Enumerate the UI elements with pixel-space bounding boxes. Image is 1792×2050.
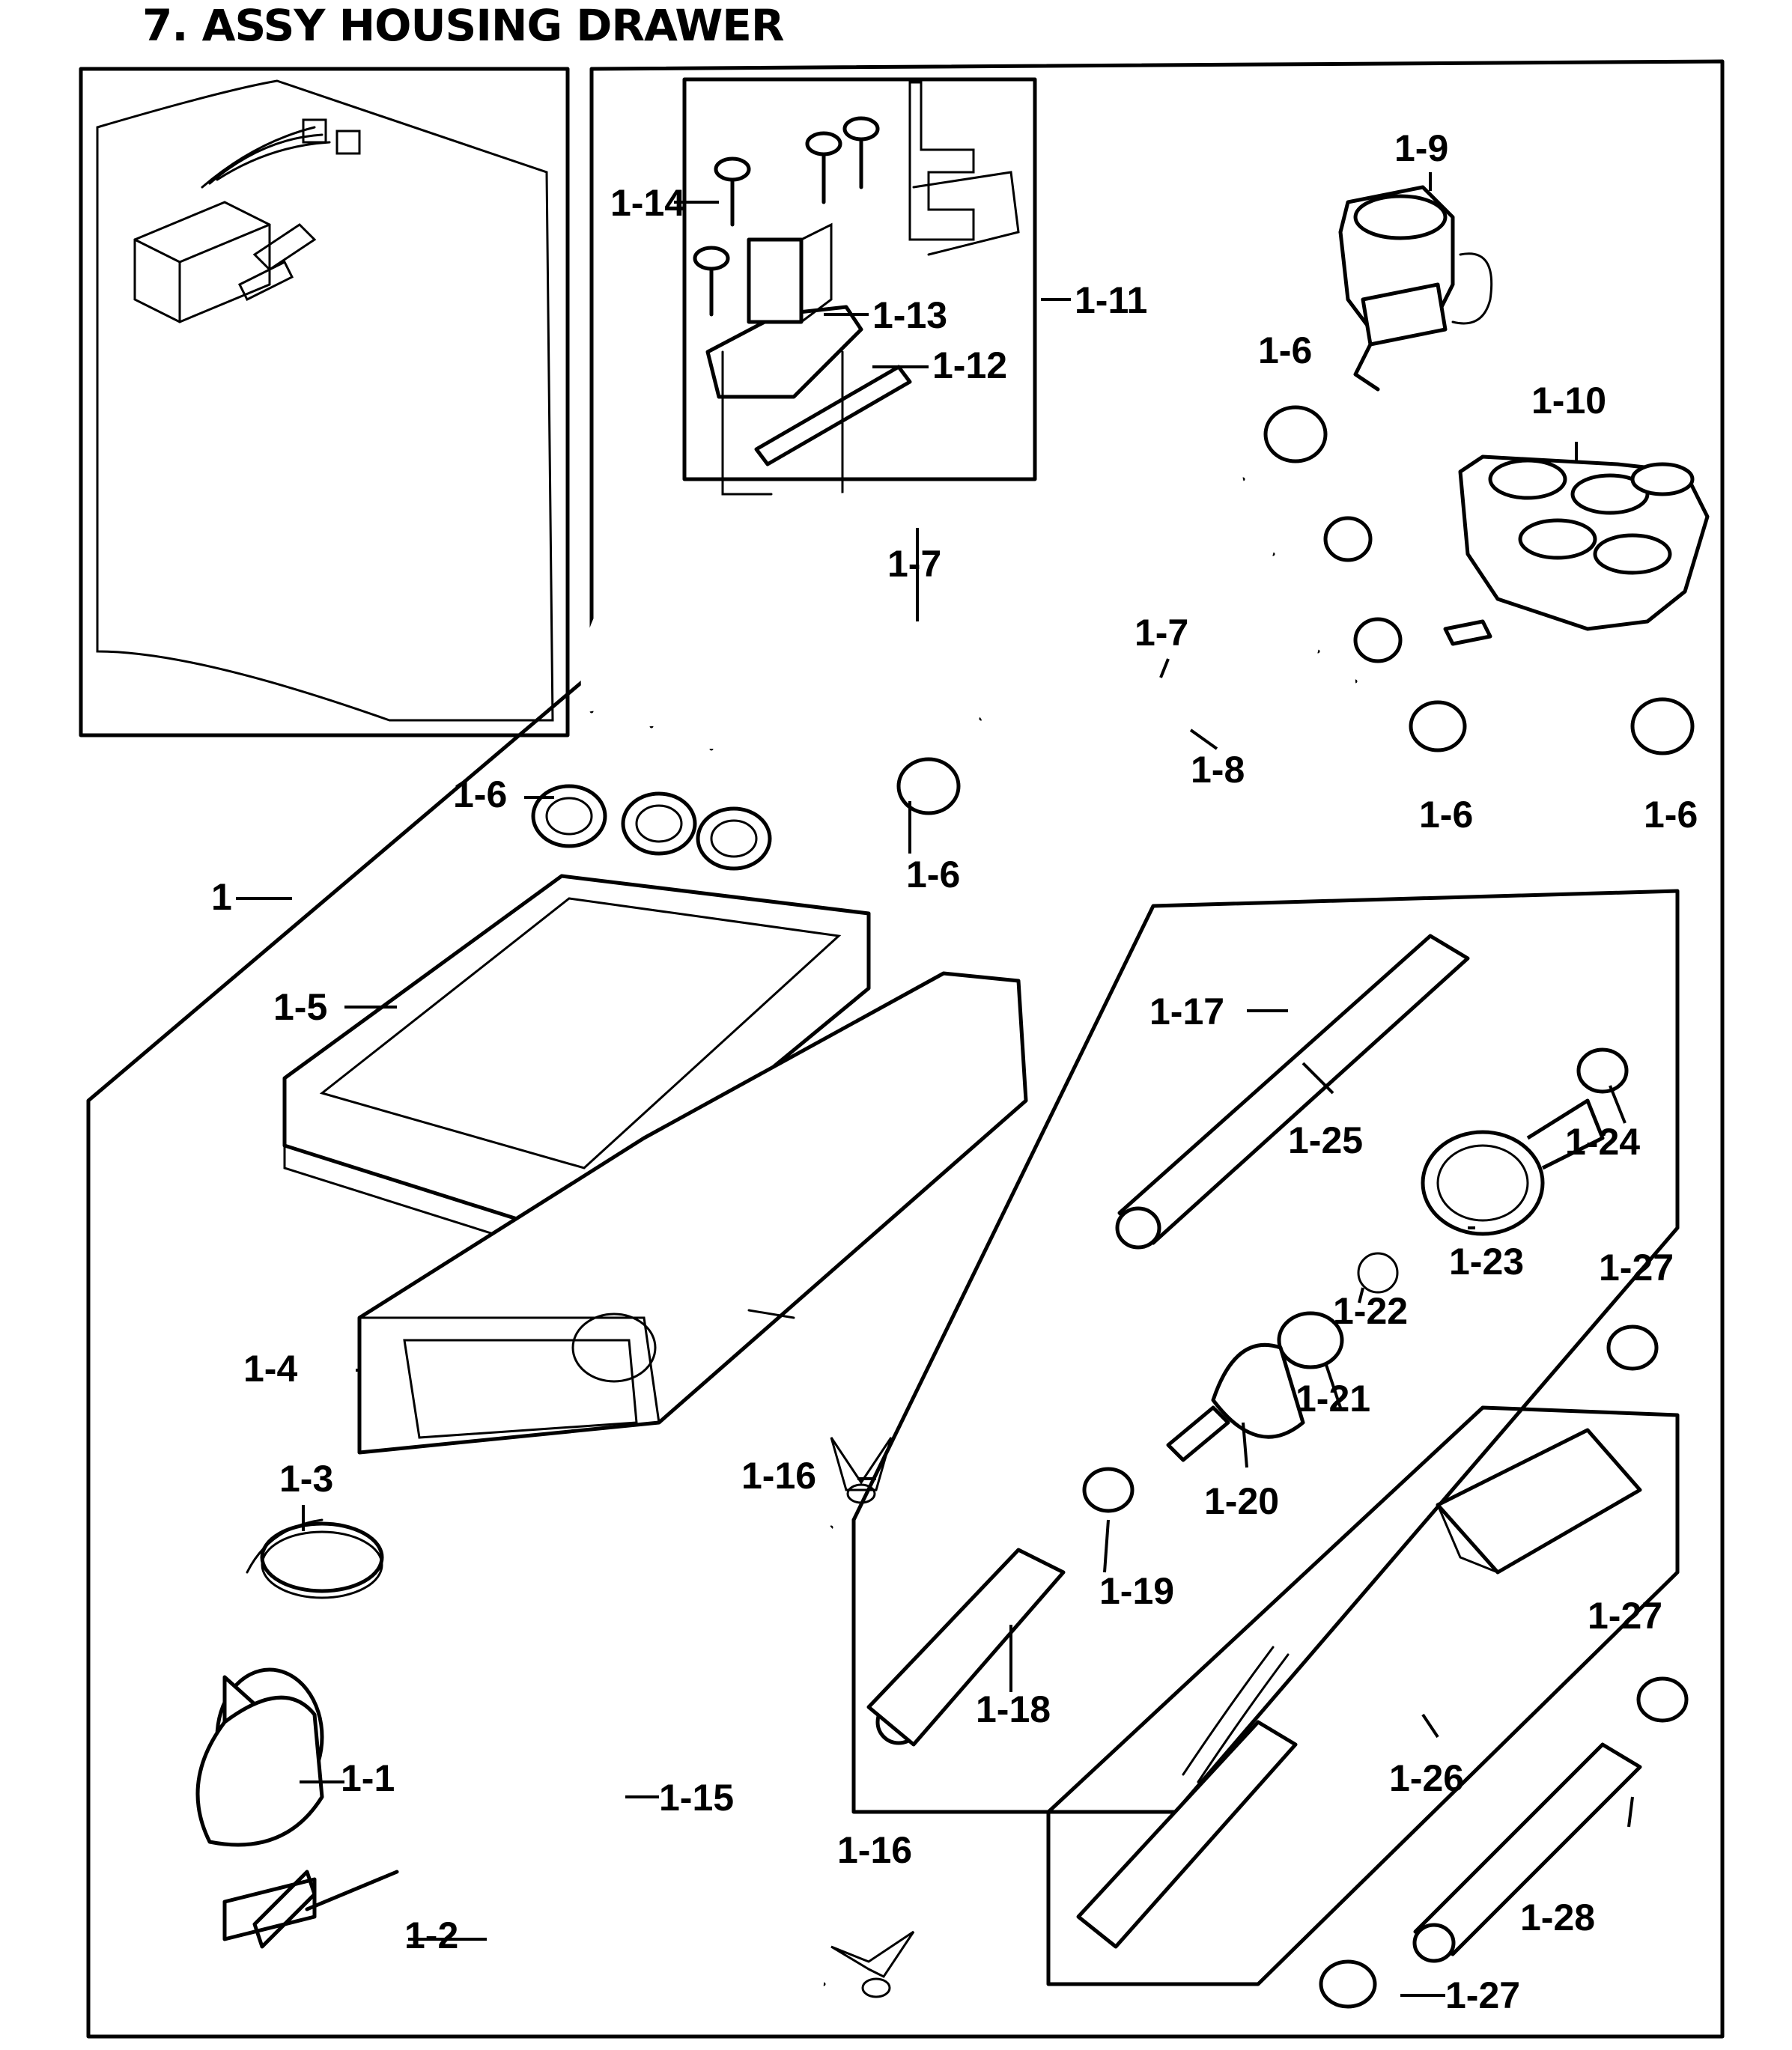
subassembly-1-26-box	[1046, 1405, 1680, 1986]
label-1-25: 1-25	[1288, 1119, 1363, 1161]
label-1-27-b: 1-27	[1588, 1595, 1662, 1637]
label-1-23: 1-23	[1449, 1241, 1524, 1283]
label-1-6-b: 1-6	[906, 854, 960, 895]
label-1-13: 1-13	[872, 294, 947, 336]
label-1-6-c: 1-6	[1258, 329, 1312, 371]
inset-assembly-thumbnail	[133, 118, 361, 323]
label-1-9: 1-9	[1394, 127, 1448, 169]
hose-part	[580, 471, 1358, 751]
label-1-17: 1-17	[1149, 991, 1224, 1032]
part-labels: 1 1-1 1-2 1-3 1-4 1-5 1-6 1-6 1-6 1-6 1-…	[211, 127, 1698, 2016]
label-1-20: 1-20	[1204, 1480, 1279, 1522]
label-1-11: 1-11	[1075, 279, 1147, 321]
drain-hose-part	[617, 1524, 834, 1988]
label-1-22: 1-22	[1333, 1290, 1408, 1332]
label-1-7-b: 1-7	[1135, 612, 1188, 654]
label-1-6-d: 1-6	[1419, 794, 1473, 836]
label-1-1: 1-1	[341, 1757, 395, 1799]
hose-clamp-part	[531, 405, 1695, 871]
label-1-24: 1-24	[1565, 1121, 1640, 1163]
inset-overview-panel	[79, 67, 570, 737]
wire-clip-part	[908, 81, 1020, 256]
screw-part	[693, 116, 880, 317]
label-1-2: 1-2	[404, 1914, 458, 1956]
label-1-12: 1-12	[932, 344, 1007, 386]
label-1-15: 1-15	[659, 1777, 734, 1819]
wire-harness-part	[1076, 1428, 1642, 1949]
subassembly-1-11-box	[682, 77, 1037, 496]
gasket-ring-part	[754, 365, 912, 466]
label-1-28: 1-28	[1520, 1897, 1595, 1938]
water-valve-multi-part	[1443, 454, 1710, 646]
label-1-27-c: 1-27	[1445, 1974, 1520, 2016]
label-1-4: 1-4	[243, 1348, 297, 1390]
label-1-19: 1-19	[1099, 1570, 1174, 1612]
drain-clamp-part	[261, 1530, 383, 1599]
label-1-7-a: 1-7	[887, 543, 941, 585]
valve-assembly-part	[1082, 1047, 1629, 1513]
label-1-10: 1-10	[1531, 380, 1606, 422]
label-1-14: 1-14	[610, 182, 685, 224]
drawer-body-part	[357, 971, 1028, 1455]
label-1-16-a: 1-16	[741, 1455, 816, 1497]
label-1-16-b: 1-16	[837, 1829, 912, 1871]
tube-part	[1412, 1742, 1642, 1963]
sensor-bracket-part	[705, 222, 863, 399]
label-1-18: 1-18	[976, 1688, 1051, 1730]
hose-clamp-part	[1319, 1324, 1689, 2009]
label-1-21: 1-21	[1296, 1378, 1370, 1420]
page-title: 7. ASSY HOUSING DRAWER	[142, 0, 785, 51]
tube-part	[866, 934, 1470, 1747]
bellows-part	[195, 1518, 399, 1941]
label-1-6-e: 1-6	[1644, 794, 1698, 836]
leader-lines	[236, 172, 1634, 1997]
label-1-6-a: 1-6	[453, 773, 507, 815]
label-1-3: 1-3	[279, 1458, 333, 1500]
retainer-clip-part	[252, 1870, 317, 1949]
label-1-27-a: 1-27	[1599, 1247, 1674, 1289]
label-1-8: 1-8	[1191, 749, 1245, 791]
label-1-26: 1-26	[1389, 1757, 1464, 1799]
label-1-5: 1-5	[273, 986, 327, 1028]
water-valve-single-part	[1338, 185, 1493, 392]
label-1: 1	[211, 876, 232, 918]
